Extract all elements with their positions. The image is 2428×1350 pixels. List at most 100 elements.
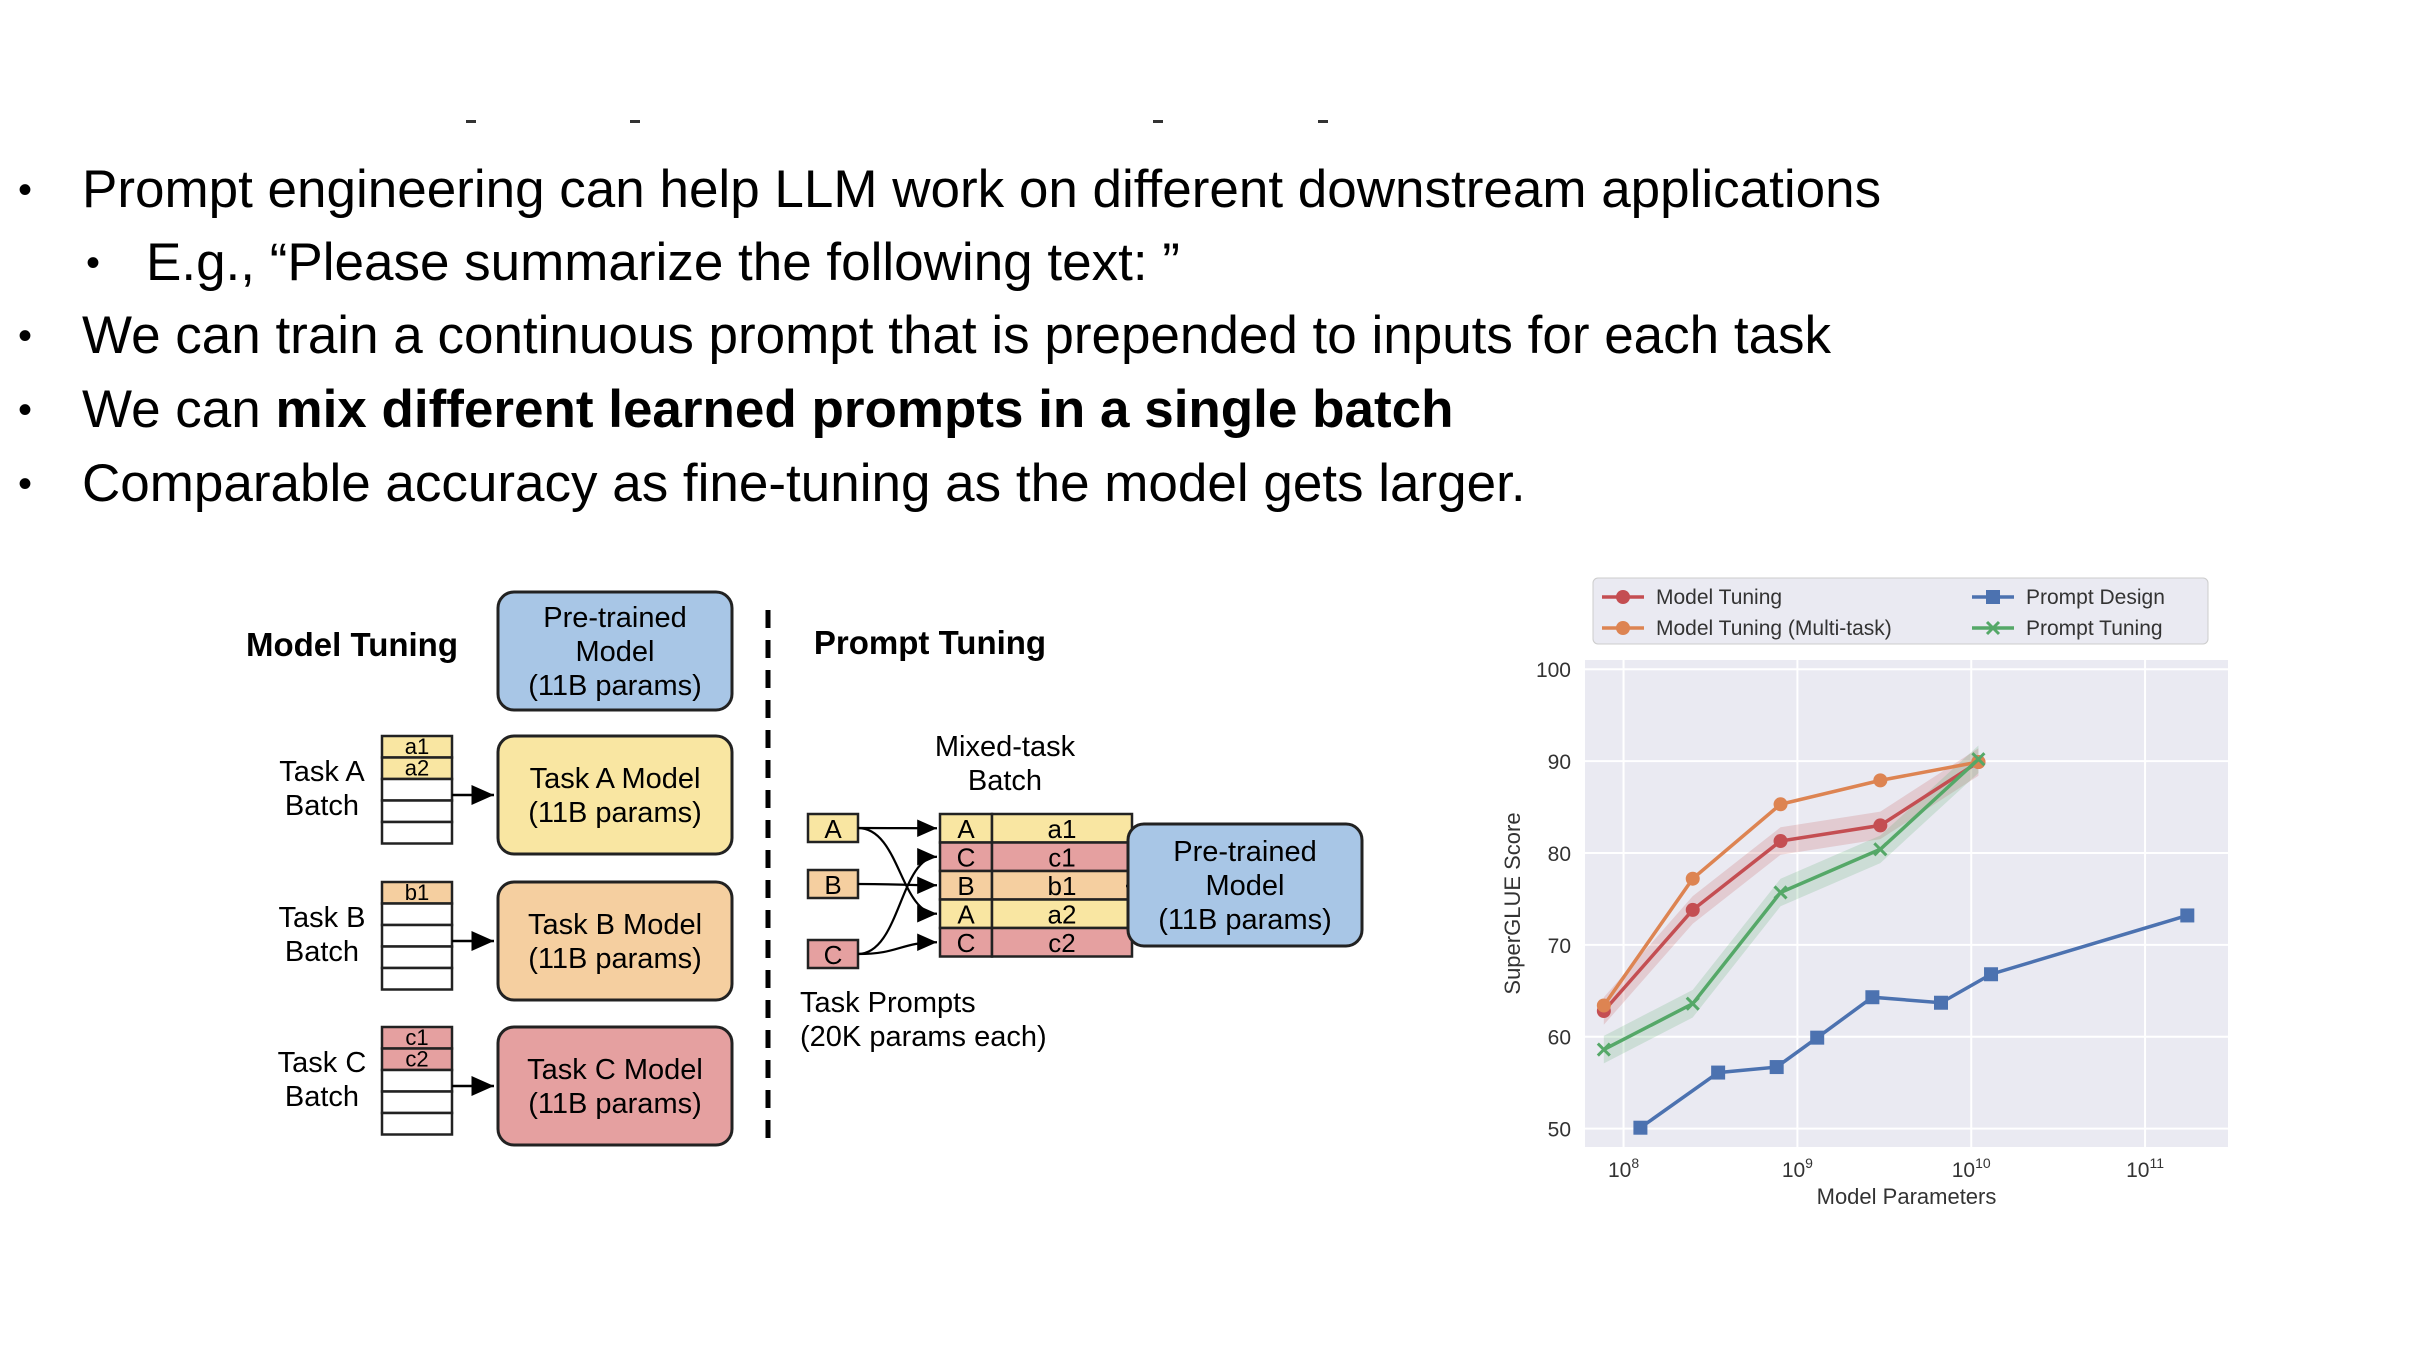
mixed-prompt-cell: [938, 898, 994, 930]
series-point: [1810, 1030, 1825, 1045]
batch-row-label: a2: [405, 756, 429, 781]
prompt-arrow: [857, 848, 938, 956]
y-tick-label: 70: [1548, 935, 1571, 958]
series-band: [1603, 748, 1979, 1025]
y-tick-label: 100: [1536, 659, 1571, 682]
series-point: [1633, 1120, 1648, 1135]
prompt-arrow: [857, 826, 938, 923]
mixed-prompt-label: A: [957, 814, 975, 844]
task-model-box-label: Task C Model: [527, 1054, 703, 1086]
bullet-subitem: E.g., “Please summarize the following te…: [146, 233, 1180, 292]
bullet-item: Prompt engineering can help LLM work on …: [82, 160, 1882, 219]
bullet-item: We can train a continuous prompt that is…: [82, 306, 1832, 365]
task-model-box: [496, 1025, 734, 1147]
task-model-box-label: (11B params): [528, 1088, 702, 1120]
pretrained-model-box: [496, 590, 734, 712]
x-tick-label: 1010: [1952, 1155, 1991, 1182]
mixed-prompt-label: B: [957, 871, 974, 901]
task-prompts-label: Task Prompts: [800, 987, 976, 1019]
pretrained-model-box-label: (11B params): [528, 670, 702, 702]
title-remnant-mark: [466, 120, 476, 123]
bullet-dot: •: [18, 168, 33, 212]
mixed-input-label: a2: [1048, 900, 1077, 930]
bullet-item: We can mix different learned prompts in …: [82, 380, 1453, 440]
x-tick-base: 10: [1952, 1159, 1975, 1182]
x-tick-base: 10: [1608, 1159, 1631, 1182]
task-batch-label: Batch: [285, 936, 359, 968]
batch-row: [380, 1111, 454, 1136]
x-tick-exponent: 10: [1975, 1155, 1991, 1171]
legend-marker: [1986, 590, 2000, 604]
legend-marker: [1985, 620, 2001, 636]
series-point: [1971, 752, 1986, 767]
task-batch-label: Batch: [285, 1081, 359, 1113]
x-tick-label: 1011: [2126, 1155, 2164, 1182]
bullet-prefix: We can: [82, 380, 276, 439]
mixed-input-label: a1: [1048, 814, 1077, 844]
title-remnant-mark: [630, 120, 640, 123]
batch-row-label: c2: [405, 1047, 428, 1072]
prompt-token-label: A: [824, 814, 842, 844]
x-tick-exponent: 11: [2149, 1155, 2164, 1171]
x-tick-exponent: 8: [1631, 1155, 1639, 1171]
series-line: [1639, 913, 2188, 1130]
series-point: [1596, 998, 1611, 1013]
legend-label: Model Tuning: [1656, 586, 1782, 609]
x-tick-base: 10: [2126, 1159, 2149, 1182]
task-model-box: [496, 734, 734, 856]
y-tick-label: 60: [1548, 1027, 1571, 1050]
prompt-token-box: [806, 938, 860, 970]
prompt-token-label: B: [824, 870, 841, 900]
series-point: [1685, 996, 1700, 1011]
legend-label: Model Tuning (Multi-task): [1656, 617, 1892, 640]
y-tick-label: 90: [1548, 751, 1571, 774]
batch-row-label: c1: [405, 1025, 428, 1050]
plot-area: [1585, 660, 2228, 1147]
prompt-token-box: [806, 868, 860, 900]
prompt-tuning-title: Prompt Tuning: [814, 624, 1046, 661]
bullet-bold-text: mix different learned prompts in a singl…: [275, 380, 1454, 439]
model-tuning-title: Model Tuning: [246, 626, 458, 663]
pretrained-model-box-label: Pre-trained: [543, 602, 686, 634]
mixed-prompt-label: C: [957, 928, 976, 958]
series-point: [1984, 967, 1999, 982]
y-axis-label: SuperGLUE Score: [1500, 812, 1525, 994]
x-tick-label: 108: [1608, 1155, 1639, 1182]
legend-label: Prompt Design: [2026, 586, 2165, 609]
pretrained-model-box-right-label: (11B params): [1158, 904, 1332, 936]
x-tick-base: 10: [1782, 1159, 1805, 1182]
x-axis-label: Model Parameters: [1817, 1184, 1997, 1209]
series-point: [2180, 908, 2195, 923]
prompt-token-label: C: [824, 940, 843, 970]
series-point: [1685, 902, 1700, 917]
mixed-input-label: b1: [1048, 871, 1077, 901]
mixed-prompt-cell: [938, 841, 994, 873]
task-model-box-label: (11B params): [528, 943, 702, 975]
series-point: [1773, 834, 1788, 849]
legend-label: Prompt Tuning: [2026, 617, 2163, 640]
task-batch-label: Task A: [279, 756, 365, 788]
series-point: [1873, 818, 1888, 833]
series-point: [1971, 754, 1986, 769]
series-point: [1873, 773, 1888, 788]
title-remnant-mark: [1318, 120, 1328, 123]
mixed-prompt-label: A: [957, 900, 975, 930]
x-tick-exponent: 9: [1805, 1155, 1813, 1171]
series-point: [1865, 990, 1880, 1005]
series-point: [1685, 871, 1700, 886]
bullet-dot: •: [18, 388, 33, 432]
bullet-dot: •: [18, 462, 33, 506]
legend-marker: [1616, 590, 1630, 604]
pretrained-model-box-right: [1126, 822, 1364, 948]
pretrained-model-box-right-label: Model: [1206, 870, 1285, 902]
task-batch-label: Batch: [285, 790, 359, 822]
batch-row: [380, 820, 454, 845]
mixed-input-label: c2: [1048, 928, 1075, 958]
bullet-dot: •: [18, 314, 33, 358]
series-point: [1773, 885, 1788, 900]
bullet-item: Comparable accuracy as fine-tuning as th…: [82, 454, 1526, 513]
mixed-prompt-label: C: [957, 843, 976, 873]
task-batch-label: Task C: [278, 1047, 367, 1079]
